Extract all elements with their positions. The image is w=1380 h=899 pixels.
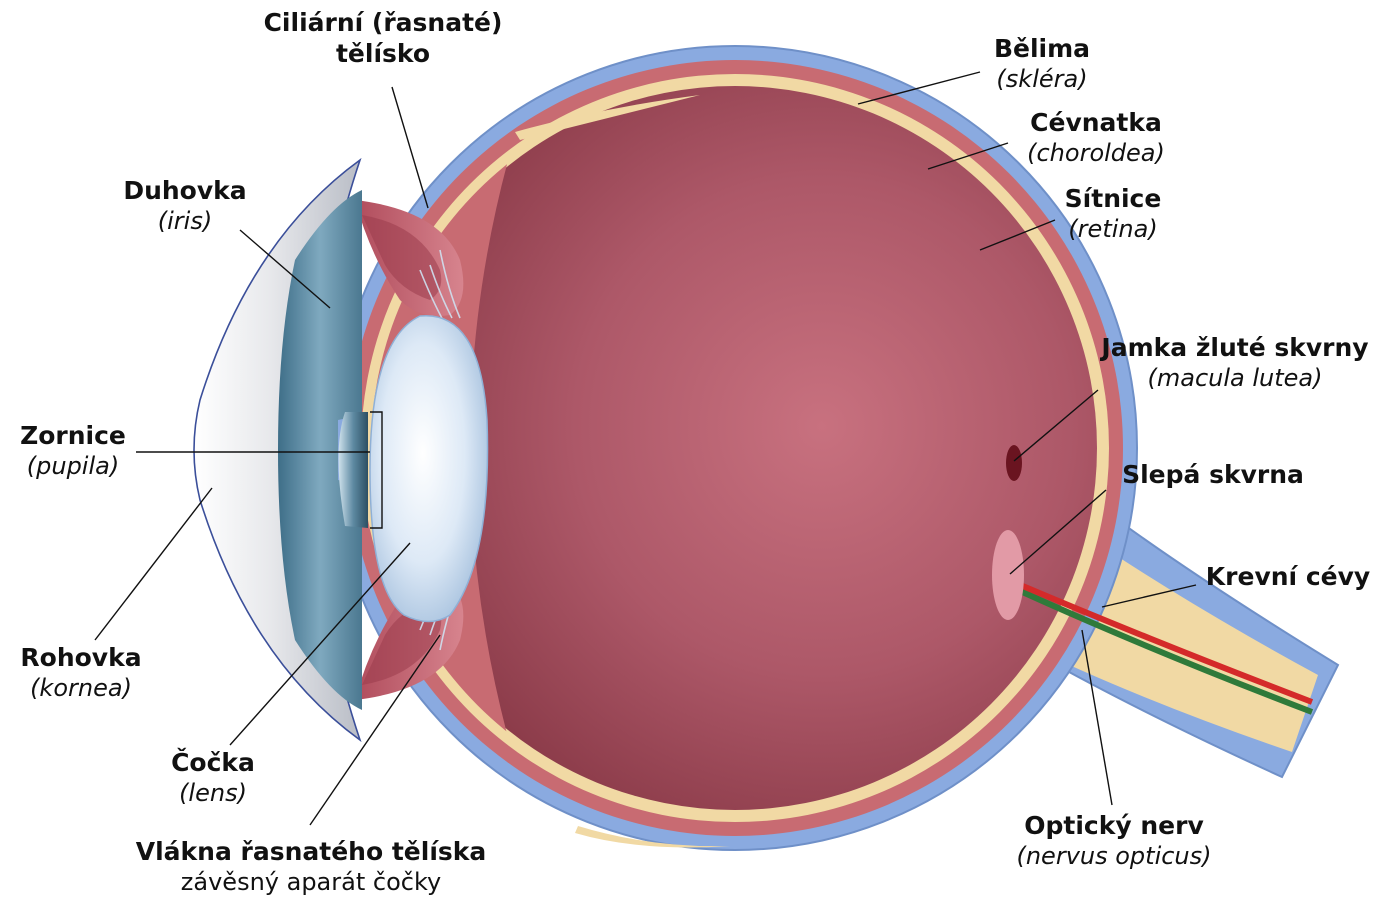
- label-ciliary-sub: tělísko: [264, 39, 503, 70]
- label-pupil: Zornice (pupila): [20, 421, 126, 481]
- label-choroid-sub: (choroldea): [1027, 139, 1165, 168]
- label-sclera-sub: (skléra): [994, 65, 1090, 94]
- label-choroid-title: Cévnatka: [1027, 108, 1165, 139]
- label-choroid: Cévnatka (choroldea): [1027, 108, 1165, 168]
- label-retina: Sítnice (retina): [1065, 184, 1162, 244]
- label-iris: Duhovka (iris): [123, 176, 246, 236]
- label-iris-title: Duhovka: [123, 176, 246, 207]
- macula-pit: [1006, 445, 1022, 481]
- label-optic-nerve-sub: (nervus opticus): [1016, 842, 1211, 871]
- label-cornea-sub: (kornea): [20, 674, 141, 703]
- lens: [370, 316, 488, 622]
- label-lens: Čočka (lens): [171, 748, 255, 808]
- label-macula-title: Jamka žluté skvrny: [1101, 333, 1368, 364]
- leader-cornea: [95, 488, 212, 640]
- label-macula: Jamka žluté skvrny (macula lutea): [1101, 333, 1368, 393]
- label-vessels: Krevní cévy: [1206, 562, 1370, 593]
- label-pupil-title: Zornice: [20, 421, 126, 452]
- label-blind-spot-title: Slepá skvrna: [1122, 460, 1304, 491]
- label-ciliary: Ciliární (řasnaté) tělísko: [264, 8, 503, 69]
- label-zonule-title: Vlákna řasnatého tělíska: [136, 837, 487, 868]
- label-cornea-title: Rohovka: [20, 643, 141, 674]
- label-retina-title: Sítnice: [1065, 184, 1162, 215]
- label-zonule: Vlákna řasnatého tělíska závěsný aparát …: [136, 837, 487, 897]
- label-optic-nerve-title: Optický nerv: [1016, 811, 1211, 842]
- leader-ciliary: [392, 87, 428, 208]
- label-sclera: Bělima (skléra): [994, 34, 1090, 94]
- pupil: [339, 412, 369, 528]
- label-optic-nerve: Optický nerv (nervus opticus): [1016, 811, 1211, 871]
- label-vessels-title: Krevní cévy: [1206, 562, 1370, 593]
- label-zonule-sub: závěsný aparát čočky: [136, 868, 487, 897]
- label-retina-sub: (retina): [1065, 215, 1162, 244]
- label-ciliary-title: Ciliární (řasnaté): [264, 8, 503, 39]
- blind-spot-disc: [992, 530, 1024, 620]
- label-macula-sub: (macula lutea): [1101, 364, 1368, 393]
- label-lens-title: Čočka: [171, 748, 255, 779]
- label-pupil-sub: (pupila): [20, 452, 126, 481]
- label-lens-sub: (lens): [171, 779, 255, 808]
- label-blind-spot: Slepá skvrna: [1122, 460, 1304, 491]
- label-cornea: Rohovka (kornea): [20, 643, 141, 703]
- label-iris-sub: (iris): [123, 207, 246, 236]
- label-sclera-title: Bělima: [994, 34, 1090, 65]
